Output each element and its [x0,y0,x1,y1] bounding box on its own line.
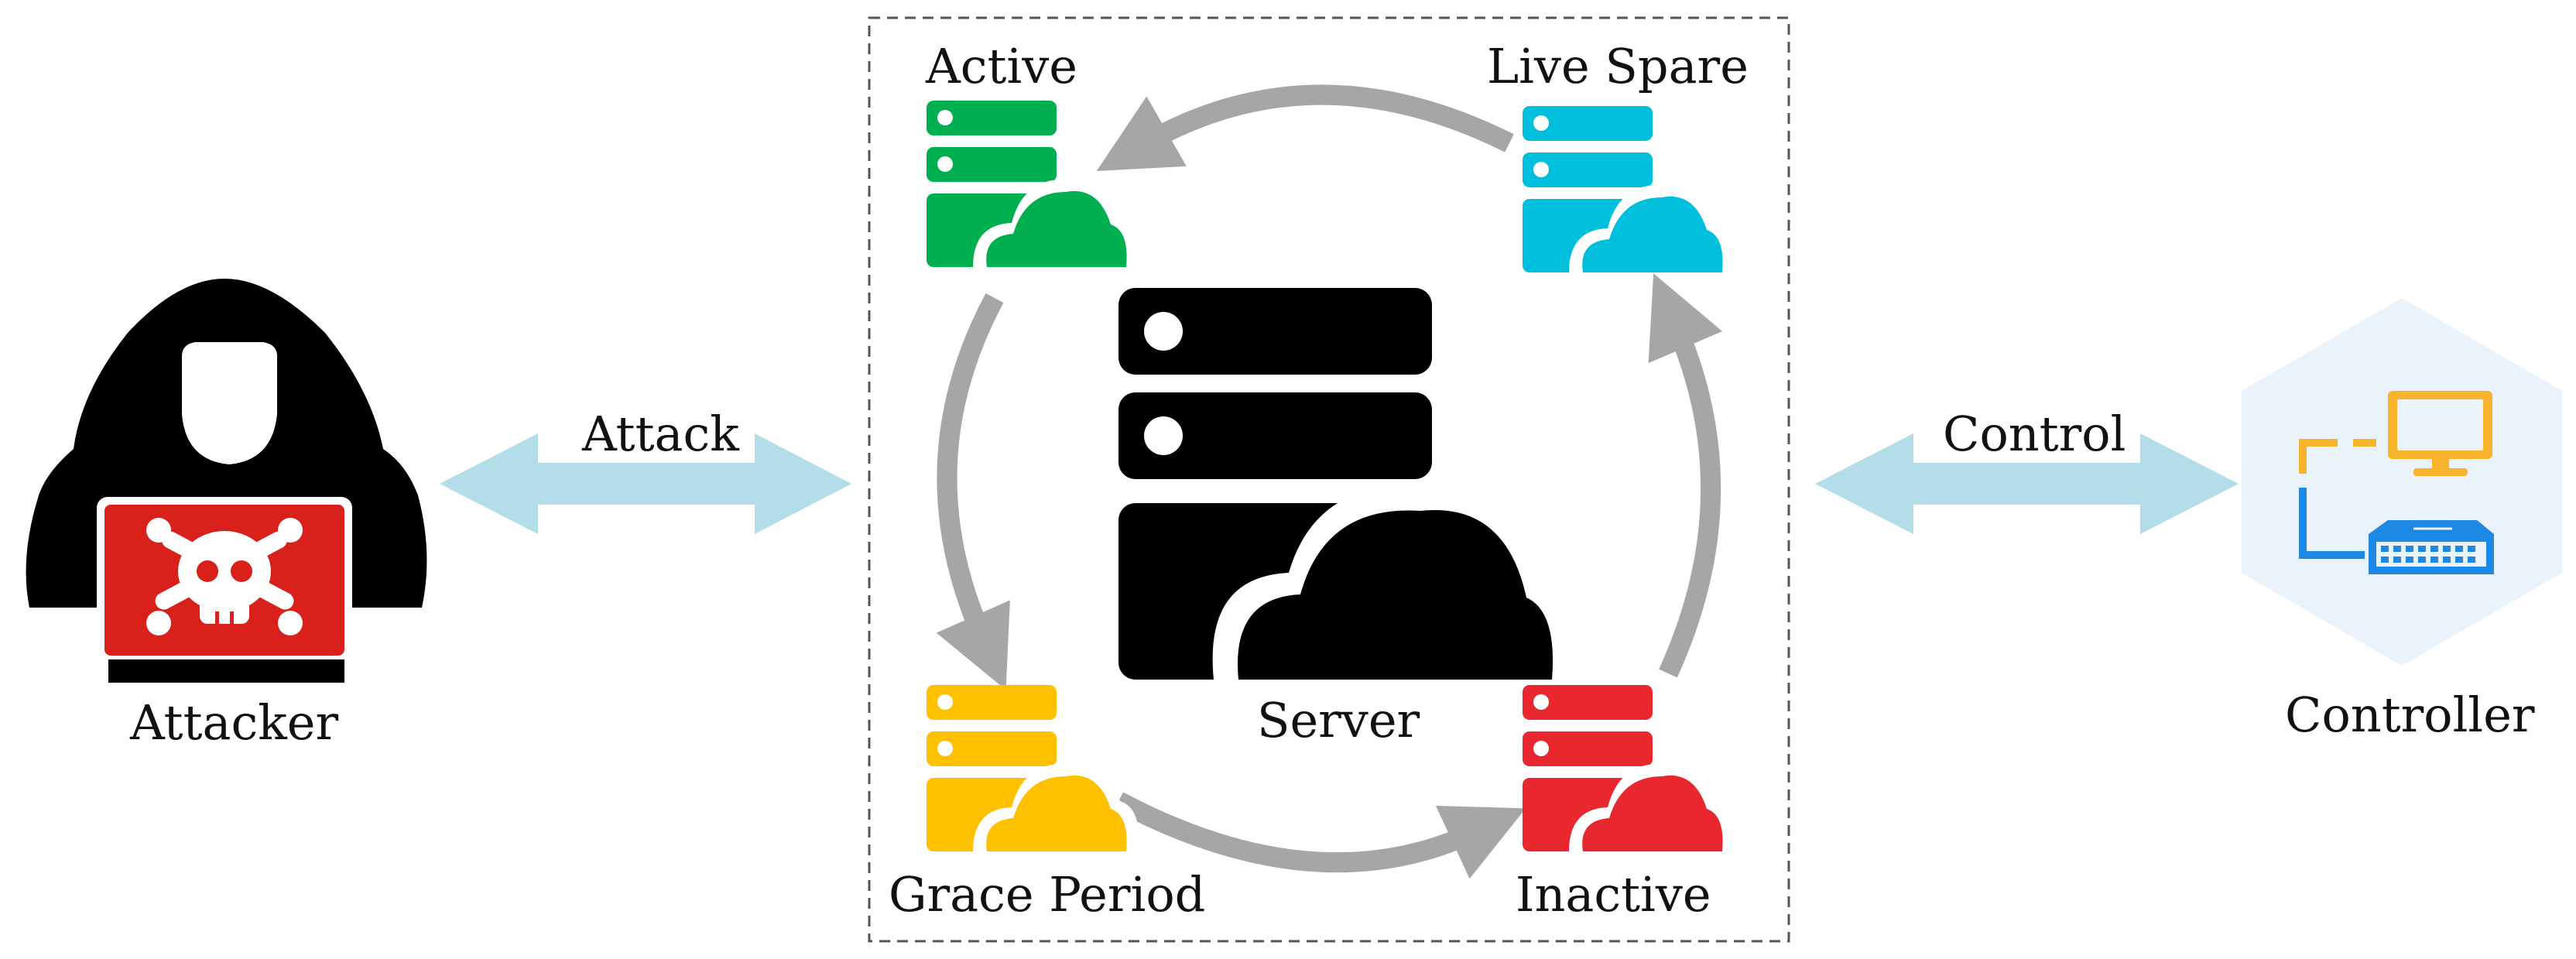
server-pool-boundary [868,16,1790,943]
control-arrow [1815,433,2239,534]
attack-arrow [440,433,851,534]
network-switch-icon [2299,488,2494,574]
server-icon [1118,288,1579,680]
inactive-server-icon [1523,685,1735,851]
arrow-active-to-grace-period [936,293,1010,690]
state-label-active: Active [926,38,1077,94]
state-label-inactive: Inactive [1516,866,1711,923]
server-label: Server [1257,692,1420,748]
arrow-inactive-to-live-spare [1648,273,1723,678]
skull-crossbones-icon [146,518,303,635]
active-server-icon [927,101,1139,267]
arrow-grace-period-to-inactive [1113,792,1526,879]
controller-icon [2242,298,2562,666]
hacker-icon [26,279,427,683]
grace-period-server-icon [927,685,1139,851]
state-cycle-arrows [936,84,1723,879]
control-label: Control [1943,406,2126,462]
arrow-live-spare-to-active [1096,84,1514,171]
attack-label: Attack [582,406,739,462]
attacker-label: Attacker [130,694,339,751]
state-label-live-spare: Live Spare [1487,38,1749,94]
live-spare-server-icon [1523,106,1735,272]
monitor-icon [2299,391,2492,476]
controller-label: Controller [2285,687,2535,743]
state-label-grace-period: Grace Period [889,866,1206,923]
